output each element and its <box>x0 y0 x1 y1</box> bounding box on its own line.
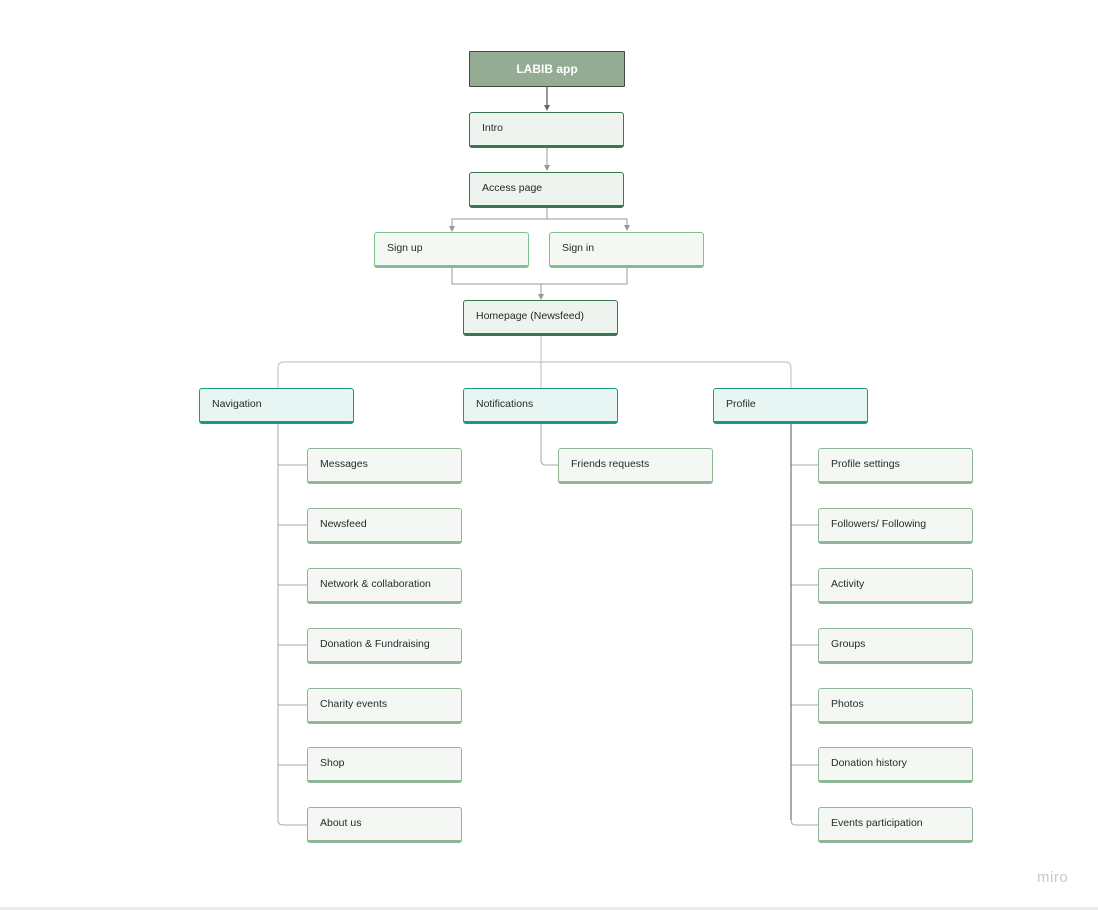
nav-item-newsfeed[interactable]: Newsfeed <box>307 508 462 544</box>
profile-item-settings[interactable]: Profile settings <box>818 448 973 484</box>
connector-navigation-children <box>277 424 308 826</box>
miro-watermark: miro <box>1037 869 1069 886</box>
profile-item-activity[interactable]: Activity <box>818 568 973 604</box>
root-node[interactable]: LABIB app <box>469 51 625 87</box>
nav-item-charity-events[interactable]: Charity events <box>307 688 462 724</box>
navigation-node[interactable]: Navigation <box>199 388 354 424</box>
nav-item-network[interactable]: Network & collaboration <box>307 568 462 604</box>
nav-item-about-us[interactable]: About us <box>307 807 462 843</box>
sign-in-node[interactable]: Sign in <box>549 232 704 268</box>
profile-item-followers[interactable]: Followers/ Following <box>818 508 973 544</box>
bottom-divider <box>0 907 1098 910</box>
homepage-node[interactable]: Homepage (Newsfeed) <box>463 300 618 336</box>
profile-item-donation-history[interactable]: Donation history <box>818 747 973 783</box>
connector-profile-children <box>790 424 819 826</box>
connector-notifications-children <box>540 424 559 466</box>
notif-item-friends-requests[interactable]: Friends requests <box>558 448 713 484</box>
profile-item-photos[interactable]: Photos <box>818 688 973 724</box>
connector-auth-homepage <box>451 268 628 299</box>
connector-homepage-sections <box>277 336 792 388</box>
sign-up-node[interactable]: Sign up <box>374 232 529 268</box>
connector-access-auth <box>451 207 627 230</box>
profile-item-events-participation[interactable]: Events participation <box>818 807 973 843</box>
nav-item-donation[interactable]: Donation & Fundraising <box>307 628 462 664</box>
profile-item-groups[interactable]: Groups <box>818 628 973 664</box>
intro-node[interactable]: Intro <box>469 112 624 148</box>
access-page-node[interactable]: Access page <box>469 172 624 208</box>
nav-item-messages[interactable]: Messages <box>307 448 462 484</box>
notifications-node[interactable]: Notifications <box>463 388 618 424</box>
profile-node[interactable]: Profile <box>713 388 868 424</box>
nav-item-shop[interactable]: Shop <box>307 747 462 783</box>
